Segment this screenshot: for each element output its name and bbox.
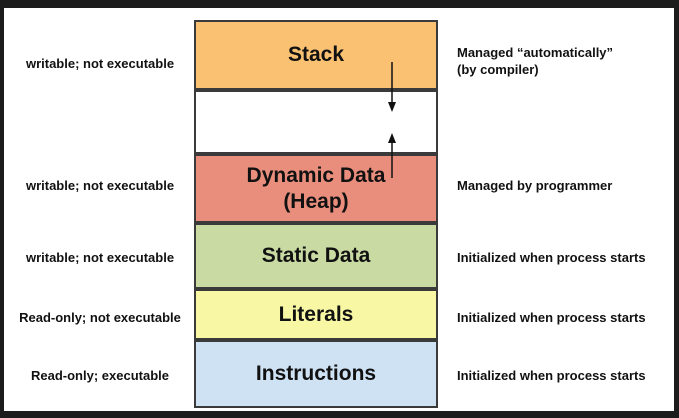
memory-block-heap-label: Dynamic Data (Heap): [247, 163, 386, 215]
memory-block-literals: Literals: [194, 289, 438, 340]
memory-block-stack-label: Stack: [287, 43, 345, 66]
management-note-heap: Managed by programmer: [457, 178, 613, 193]
memory-block-heap-label-line1: Dynamic Data: [246, 163, 386, 187]
management-note-stack: Managed “automatically” (by compiler): [457, 44, 677, 78]
memory-block-stack: Stack: [194, 20, 438, 90]
management-note-stack-line2: (by compiler): [457, 62, 539, 77]
memory-block-instructions: Instructions: [194, 340, 438, 408]
permissions-label-static-data: writable; not executable: [25, 250, 175, 265]
memory-gap-growth-region: [194, 90, 438, 154]
memory-block-static-data: Static Data: [194, 223, 438, 289]
management-note-instructions: Initialized when process starts: [457, 368, 646, 383]
diagram-canvas: Stack Dynamic Data (Heap) Static Data Li…: [4, 8, 674, 411]
memory-block-instructions-label: Instructions: [255, 362, 377, 385]
memory-block-heap: Dynamic Data (Heap): [194, 154, 438, 223]
permissions-label-literals: Read-only; not executable: [19, 310, 181, 325]
memory-block-literals-label: Literals: [278, 302, 354, 326]
management-note-static-data: Initialized when process starts: [457, 250, 646, 265]
memory-block-static-data-label: Static Data: [261, 244, 371, 267]
permissions-label-stack: writable; not executable: [25, 56, 175, 71]
memory-block-heap-label-line2: (Heap): [283, 189, 349, 213]
management-note-stack-line1: Managed “automatically”: [457, 45, 614, 60]
permissions-label-instructions: Read-only; executable: [31, 368, 169, 383]
management-note-literals: Initialized when process starts: [457, 310, 646, 325]
permissions-label-heap: writable; not executable: [25, 178, 175, 193]
